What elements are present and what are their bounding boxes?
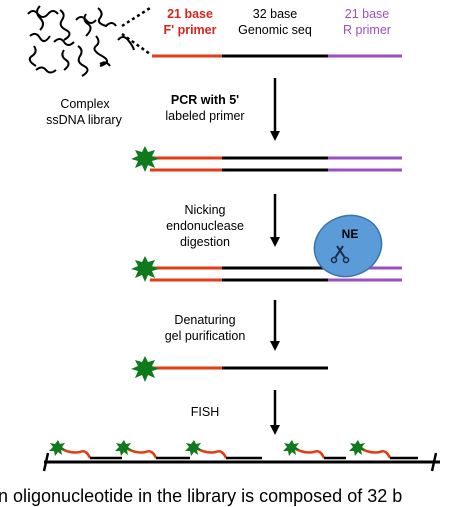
rprimer-length-label: 21 base <box>344 7 390 21</box>
step3-label-line2: gel purification <box>164 329 246 343</box>
step3-label-line1: Denaturing <box>174 313 236 327</box>
fluorescent-label-icons <box>131 146 159 382</box>
step2-label-line1: Nicking <box>184 203 226 217</box>
zoom-line-bottom <box>121 32 151 56</box>
nicking-endonuclease <box>313 214 383 278</box>
fprimer-length-label: 21 base <box>167 7 213 21</box>
step1-label-line2: labeled primer <box>165 109 245 123</box>
figure-caption: n oligonucleotide in the library is comp… <box>0 486 403 506</box>
rprimer-name-label: R primer <box>343 23 391 37</box>
genomic-length-label: 32 base <box>252 7 298 21</box>
pcr-product-duplex <box>148 156 402 172</box>
hybridized-probes <box>59 446 418 460</box>
chromosome-target <box>42 452 440 472</box>
step2-label-line2: endonuclease <box>166 219 244 233</box>
step1-label-line1: PCR with 5' <box>170 93 240 107</box>
enzyme-label: NE <box>341 227 359 241</box>
zoom-line-top <box>121 6 151 28</box>
library-label-line1: Complex <box>60 97 110 111</box>
fluor-star-3 <box>131 356 159 382</box>
fluor-star-1 <box>131 146 159 172</box>
scissors-icon <box>334 245 346 259</box>
fprimer-name-label: F' primer <box>163 23 217 37</box>
step2-label-line3: digestion <box>179 235 231 249</box>
probe-fluor-icons <box>49 440 366 456</box>
genomic-name-label: Genomic seq <box>238 23 312 37</box>
step4-label: FISH <box>190 405 220 419</box>
library-label-line2: ssDNA library <box>46 113 122 127</box>
fluor-star-2 <box>131 256 159 282</box>
ssdna-library-squiggles <box>27 5 135 77</box>
